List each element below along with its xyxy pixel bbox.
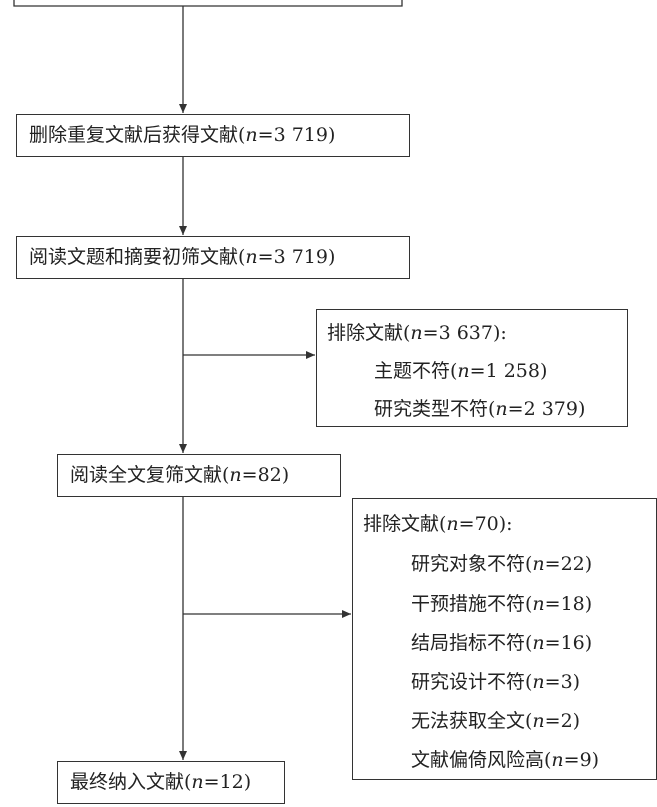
- exclude-1-item: 主题不符(n=1 258): [374, 360, 548, 382]
- exclude-box-2: 排除文献(n=70): 研究对象不符(n=22) 干预措施不符(n=18) 结局…: [352, 498, 657, 780]
- dedup-label: 删除重复文献后获得文献(n=3 719): [29, 124, 336, 146]
- final-label: 最终纳入文献(n=12): [70, 771, 252, 793]
- exclude-2-item: 干预措施不符(n=18): [411, 593, 593, 615]
- final-box: 最终纳入文献(n=12): [57, 761, 285, 804]
- exclude-1-header: 排除文献(n=3 637):: [327, 322, 507, 344]
- exclude-2-item: 研究设计不符(n=3): [411, 671, 581, 693]
- top-box-edge: [13, 0, 403, 7]
- exclude-2-item: 结局指标不符(n=16): [411, 632, 593, 654]
- exclude-2-item: 文献偏倚风险高(n=9): [411, 749, 600, 771]
- dedup-box: 删除重复文献后获得文献(n=3 719): [16, 114, 410, 157]
- screen-box: 阅读文题和摘要初筛文献(n=3 719): [16, 236, 410, 279]
- exclude-2-header: 排除文献(n=70):: [363, 513, 513, 535]
- exclude-box-1: 排除文献(n=3 637): 主题不符(n=1 258) 研究类型不符(n=2 …: [316, 309, 628, 427]
- exclude-2-item: 研究对象不符(n=22): [411, 553, 593, 575]
- exclude-1-item: 研究类型不符(n=2 379): [374, 398, 586, 420]
- screen-label: 阅读文题和摘要初筛文献(n=3 719): [29, 246, 336, 268]
- exclude-2-item: 无法获取全文(n=2): [411, 710, 581, 732]
- fulltext-box: 阅读全文复筛文献(n=82): [57, 454, 341, 497]
- fulltext-label: 阅读全文复筛文献(n=82): [70, 464, 290, 486]
